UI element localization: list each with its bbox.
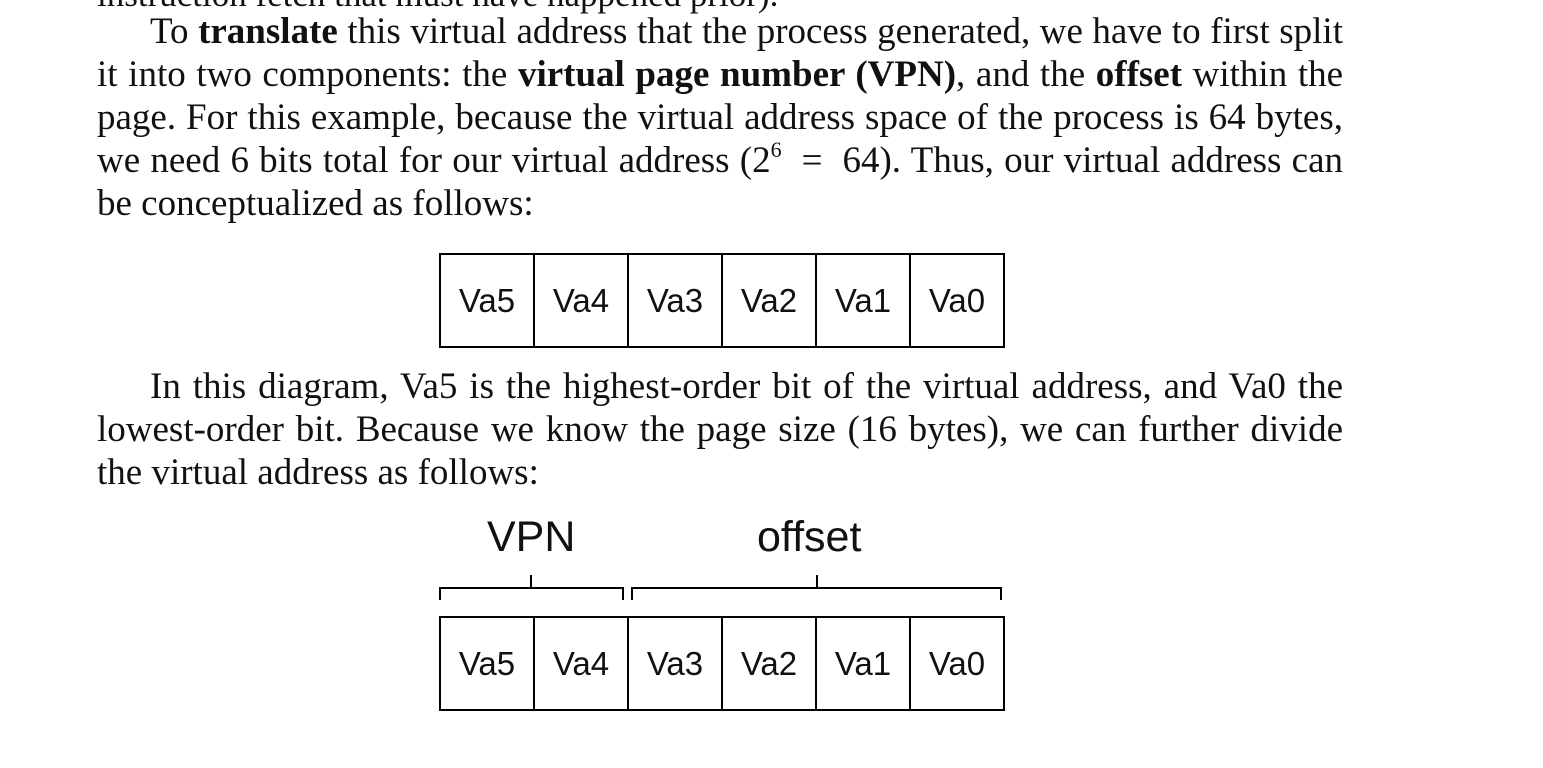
paragraph-translate: To translate this virtual address that t… bbox=[97, 10, 1343, 225]
paragraph-diagram-explanation: In this diagram, Va5 is the highest-orde… bbox=[97, 365, 1343, 494]
bit-cell: Va5 bbox=[441, 618, 535, 709]
offset-label: offset bbox=[757, 513, 862, 561]
bit-cell: Va0 bbox=[928, 281, 986, 319]
vpn-bracket bbox=[439, 575, 624, 600]
term-translate: translate bbox=[198, 11, 338, 52]
vpn-label: VPN bbox=[487, 513, 576, 561]
virtual-address-diagram: Va5 Va4 Va3 Va2 Va1 Va0 bbox=[439, 253, 1005, 348]
eq-exponent: 6 bbox=[770, 137, 782, 162]
bit-cell: Va2 bbox=[723, 255, 817, 346]
field-brackets bbox=[439, 575, 1002, 600]
text-run: To bbox=[150, 11, 199, 52]
eq-value: 64 bbox=[842, 140, 880, 181]
bit-cell: Va1 bbox=[817, 255, 911, 346]
bit-cell: Va4 bbox=[535, 618, 629, 709]
text-run: ). Thus, our virtual address can be conc… bbox=[97, 140, 1343, 224]
bit-cell: Va1 bbox=[817, 618, 911, 709]
bit-cell: Va0 bbox=[928, 644, 986, 682]
previous-paragraph-tail: instruction fetch that must have happene… bbox=[97, 0, 1343, 14]
vpn-offset-diagram: Va5 Va4 Va3 Va2 Va1 Va0 bbox=[439, 616, 1005, 711]
eq-base: 2 bbox=[752, 140, 771, 181]
bit-cell: Va5 bbox=[441, 255, 535, 346]
eq-sign: = bbox=[801, 140, 823, 181]
text-run: this virtual address that the process ge… bbox=[97, 11, 1343, 95]
bit-cell: Va2 bbox=[723, 618, 817, 709]
text-run: In this diagram, Va5 is the highest-orde… bbox=[97, 366, 1343, 493]
term-offset: offset bbox=[1095, 54, 1183, 95]
text-run: within the page. For this example, becau… bbox=[97, 54, 1344, 181]
bit-cell: Va4 bbox=[535, 255, 629, 346]
text-run: , and the bbox=[956, 54, 1096, 95]
offset-bracket bbox=[631, 575, 1002, 600]
equation: 26 = 64 bbox=[752, 137, 880, 182]
bit-cell: Va3 bbox=[629, 255, 723, 346]
term-vpn: virtual page number (VPN) bbox=[517, 54, 957, 95]
bit-cell: Va3 bbox=[629, 618, 723, 709]
